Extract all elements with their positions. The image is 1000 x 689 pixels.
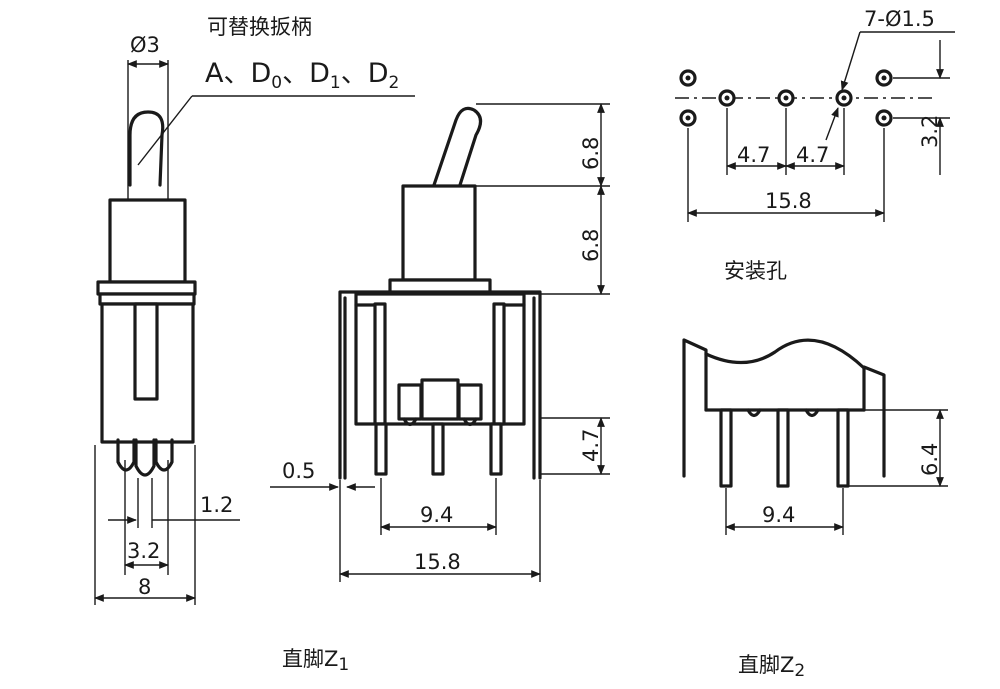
pin-view-z2	[682, 338, 948, 535]
side-pin-pitch-dim: 1.2	[200, 493, 233, 517]
z1-caption: 直脚Z1	[282, 647, 349, 675]
lever-height-dim: 6.8	[579, 137, 603, 170]
bushing-height-dim: 6.8	[579, 229, 603, 262]
side-body-width-dim: 8	[138, 575, 151, 599]
pin-thickness-dim: 0.5	[282, 459, 315, 483]
pin-length-z1-dim: 4.7	[579, 429, 603, 462]
hole-pitch-left-dim: 4.7	[737, 143, 770, 167]
side-body-inner-dim: 3.2	[127, 539, 160, 563]
pin-length-z2-dim: 6.4	[918, 443, 942, 476]
pin-span-z2-dim: 9.4	[762, 503, 795, 527]
lever-diameter-dim: Ø3	[130, 33, 160, 57]
front-view-z1	[270, 103, 610, 582]
hole-pitch-right-dim: 4.7	[796, 143, 829, 167]
z2-caption: 直脚Z2	[738, 653, 805, 681]
hole-row-offset-dim: 3.2	[918, 115, 942, 148]
hole-total-width-dim: 15.8	[765, 189, 812, 213]
mounting-holes-view	[675, 31, 955, 222]
pin-span-z1-dim: 9.4	[420, 503, 453, 527]
hole-spec-dim: 7-Ø1.5	[864, 7, 935, 31]
lever-types-label: A、D0、D1、D2	[205, 58, 399, 93]
side-view	[94, 60, 415, 605]
mounting-holes-label: 安装孔	[724, 259, 787, 283]
replaceable-lever-label: 可替换扳柄	[207, 15, 312, 39]
frame-width-dim: 15.8	[414, 550, 461, 574]
